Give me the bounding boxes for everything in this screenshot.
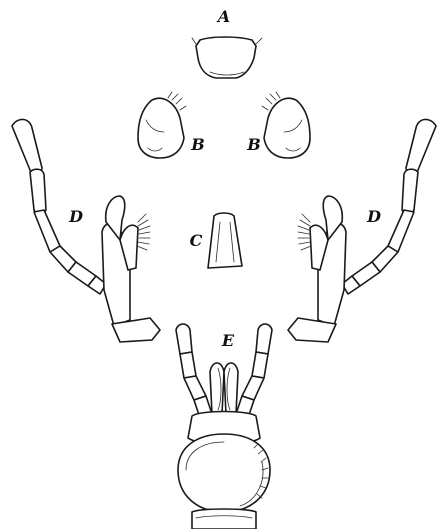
label-d-right: D <box>366 207 381 226</box>
maxilla-left-d <box>12 119 160 342</box>
label-a: A <box>216 7 230 26</box>
label-b-right: B <box>246 135 261 154</box>
label-d-left: D <box>68 207 83 226</box>
mandible-left-b <box>138 92 186 158</box>
labrum-a <box>192 37 262 78</box>
label-c: C <box>190 231 203 250</box>
mandible-right-b <box>262 92 310 158</box>
label-b-left: B <box>190 135 205 154</box>
label-e: E <box>221 331 235 350</box>
maxilla-right-d <box>288 119 436 342</box>
labium-e <box>176 324 272 529</box>
hypopharynx-c <box>208 213 242 268</box>
